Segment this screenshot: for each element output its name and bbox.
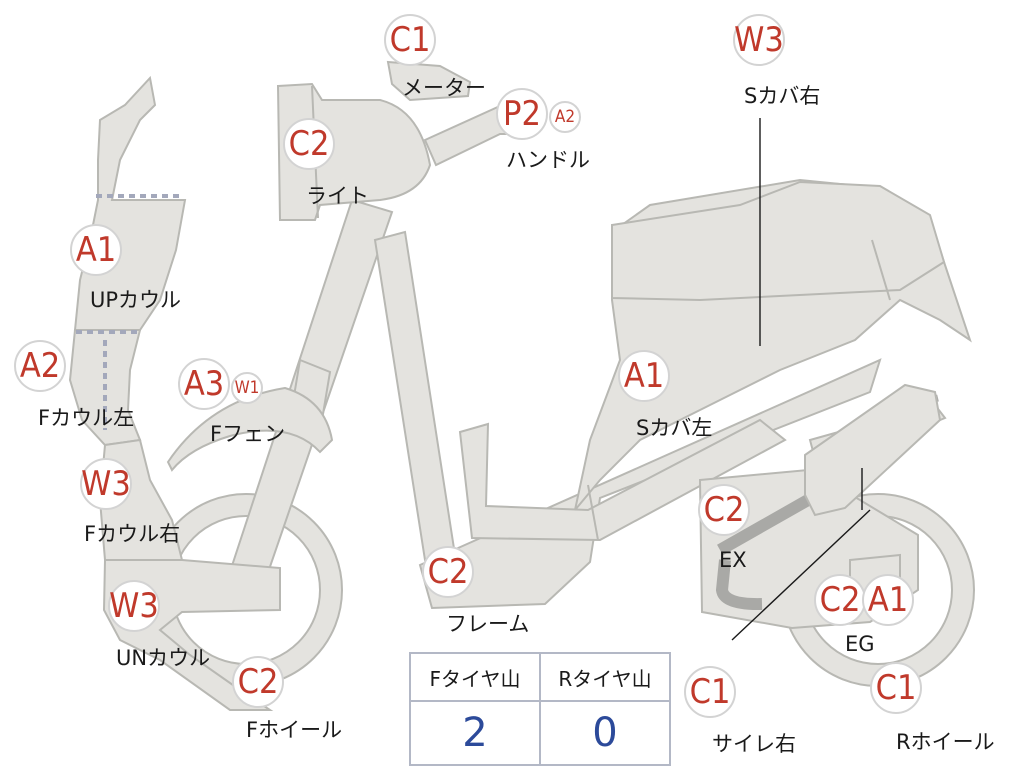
label-ex: EX xyxy=(719,548,747,572)
marker-handle-sub: A2 xyxy=(549,101,581,133)
label-front-wheel: Fホイール xyxy=(246,718,343,742)
label-side-cover-left: Sカバ左 xyxy=(636,416,713,440)
tire-table-value-row: 2 0 xyxy=(409,700,671,766)
label-eg: EG xyxy=(845,632,875,656)
marker-eg-c2: C2 xyxy=(814,574,866,626)
exhaust-pipe-shape xyxy=(715,494,811,611)
marker-front-fender: A3 xyxy=(178,358,230,410)
marker-front-fender-sub: W1 xyxy=(231,372,263,404)
meter-shape xyxy=(386,60,472,102)
marker-side-cover-left: A1 xyxy=(618,350,670,402)
marker-front-cowl-right: W3 xyxy=(80,458,132,510)
label-side-cover-right: Sカバ右 xyxy=(744,84,821,108)
label-light: ライト xyxy=(306,184,369,208)
front-tire-value: 2 xyxy=(409,700,541,766)
front-tire-header: Fタイヤ山 xyxy=(409,652,541,702)
tire-table-header-row: Fタイヤ山 Rタイヤ山 xyxy=(409,652,671,702)
marker-eg-a1: A1 xyxy=(862,574,914,626)
seat-shape xyxy=(611,180,946,302)
marker-ex: C2 xyxy=(698,484,750,536)
label-rear-wheel: Rホイール xyxy=(896,730,995,754)
front-fender-shape xyxy=(166,386,334,472)
marker-front-cowl-left: A2 xyxy=(14,340,66,392)
marker-muffler-right: C1 xyxy=(684,666,736,718)
marker-side-cover-right: W3 xyxy=(733,14,785,66)
marker-handle: P2 xyxy=(496,88,548,140)
muffler-shape xyxy=(804,383,942,517)
rear-tire-value: 0 xyxy=(539,700,671,766)
marker-under-cowl: W3 xyxy=(108,580,160,632)
marker-up-cowl: A1 xyxy=(70,224,122,276)
marker-frame: C2 xyxy=(422,546,474,598)
label-handle: ハンドル xyxy=(506,148,590,172)
floor-panel-shape xyxy=(458,418,787,542)
rear-tire-header: Rタイヤ山 xyxy=(539,652,671,702)
down-tube-shape xyxy=(373,230,457,562)
marker-meter: C1 xyxy=(384,14,436,66)
label-frame: フレーム xyxy=(446,612,530,636)
label-front-fender: Fフェン xyxy=(210,422,286,446)
label-front-cowl-right: Fカウル右 xyxy=(84,522,181,546)
label-muffler-right: サイレ右 xyxy=(712,732,796,756)
marker-front-wheel: C2 xyxy=(232,656,284,708)
marker-light: C2 xyxy=(283,118,335,170)
marker-rear-wheel: C1 xyxy=(870,662,922,714)
label-up-cowl: UPカウル xyxy=(90,288,182,312)
label-meter: メーター xyxy=(402,76,486,100)
tire-tread-table: Fタイヤ山 Rタイヤ山 2 0 xyxy=(409,652,671,766)
label-under-cowl: UNカウル xyxy=(116,646,211,670)
leader-muffler-r xyxy=(731,509,871,641)
label-front-cowl-left: Fカウル左 xyxy=(38,406,135,430)
